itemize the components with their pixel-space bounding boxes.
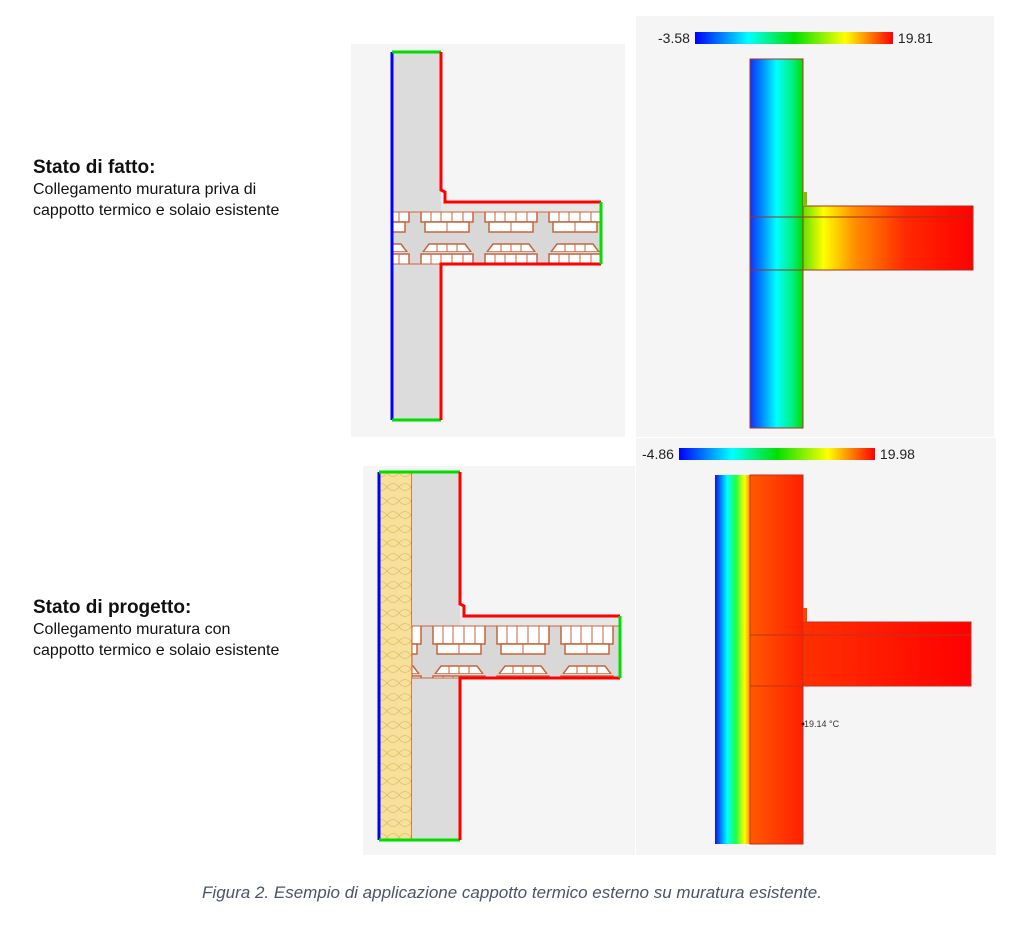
scale-max-value: 19.98 xyxy=(879,446,915,462)
thermal-panel-project: -4.86 19.98 xyxy=(636,438,996,855)
wall-slab-section-drawing xyxy=(390,50,603,422)
thermal-map-project xyxy=(715,474,972,845)
temperature-gradient-bar xyxy=(678,448,875,460)
color-scale-legend: -4.86 19.98 xyxy=(642,446,915,462)
figure-caption: Figura 2. Esempio di applicazione cappot… xyxy=(202,883,822,902)
section-label-existing: Stato di fatto: Collegamento muratura pr… xyxy=(33,157,279,221)
temperature-gradient-bar xyxy=(694,32,893,44)
section-description: Collegamento muratura con xyxy=(33,621,231,638)
geometry-panel-project xyxy=(363,466,635,855)
section-description: cappotto termico e solaio esistente xyxy=(33,202,280,219)
color-scale-legend: -3.58 19.81 xyxy=(658,30,933,46)
section-description: cappotto termico e solaio esistente xyxy=(33,642,280,659)
thermal-panel-existing: -3.58 19.81 xyxy=(636,16,994,437)
scale-max-value: 19.81 xyxy=(897,30,933,46)
probe-temperature-label: 19.14 °C xyxy=(804,719,840,729)
section-description: Collegamento muratura priva di xyxy=(33,181,257,198)
section-title: Stato di progetto: xyxy=(33,597,192,618)
scale-min-value: -4.86 xyxy=(642,446,674,462)
section-title: Stato di fatto: xyxy=(33,157,156,178)
geometry-panel-existing xyxy=(351,44,625,437)
thermal-map-existing xyxy=(749,58,974,429)
scale-min-value: -3.58 xyxy=(658,30,690,46)
wall-insulation-slab-section-drawing xyxy=(377,470,622,842)
section-label-project: Stato di progetto: Collegamento muratura… xyxy=(33,597,279,661)
